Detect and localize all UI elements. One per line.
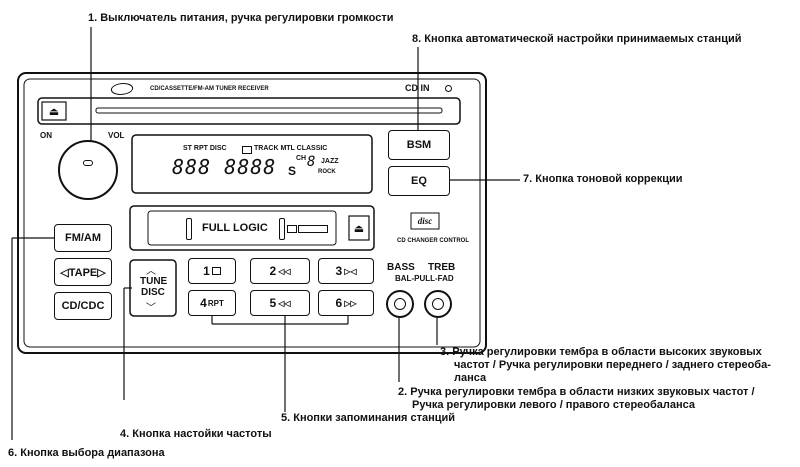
cd-changer-control-label: CD CHANGER CONTROL bbox=[397, 238, 469, 244]
display-indicators: ST RPT DISC bbox=[183, 145, 227, 152]
display-ch-digit: 8 bbox=[307, 154, 316, 170]
on-label: ON bbox=[40, 131, 52, 140]
seek-back-icon: ◁◁ bbox=[278, 298, 291, 308]
preset-button-5[interactable]: 5 ◁◁ bbox=[250, 290, 310, 316]
preset-button-3-label: 3 bbox=[335, 264, 343, 278]
vol-label: VOL bbox=[108, 131, 125, 140]
preset-button-1-label: 1 bbox=[203, 264, 210, 278]
callout-power-volume: 1. Выключатель питания, ручка регулировк… bbox=[88, 12, 394, 24]
disc-box-icon bbox=[242, 146, 252, 154]
preset-button-4-label: 4 bbox=[200, 296, 207, 310]
preset-button-6[interactable]: 6 ▷▷ bbox=[318, 290, 374, 316]
cd-in-label: CD IN bbox=[405, 83, 430, 93]
dolby-icon bbox=[287, 225, 297, 233]
preset-button-1[interactable]: 1 bbox=[188, 258, 236, 284]
volume-knob[interactable] bbox=[58, 140, 118, 200]
cd-cdc-button[interactable]: CD/CDC bbox=[54, 292, 112, 320]
chevron-up-icon[interactable]: ︿ bbox=[146, 266, 156, 277]
callout-band: 6. Кнопка выбора диапазона bbox=[8, 447, 165, 459]
eq-button[interactable]: EQ bbox=[388, 166, 450, 196]
bass-label: BASS bbox=[387, 262, 415, 273]
callout-bsm: 8. Кнопка автоматической настройки прини… bbox=[412, 33, 742, 45]
tune-label: TUNE bbox=[140, 276, 168, 287]
callout-treble-line2: частот / Ручка регулировки переднего / з… bbox=[454, 359, 771, 371]
disc-label: DISC bbox=[141, 287, 165, 298]
preset-button-2-label: 2 bbox=[269, 264, 277, 278]
tape-badge bbox=[298, 225, 328, 233]
fm-am-button[interactable]: FM/AM bbox=[54, 224, 112, 252]
preset-button-2[interactable]: 2 ◁◁ bbox=[250, 258, 310, 284]
volume-knob-center bbox=[83, 160, 93, 166]
chevron-down-icon[interactable]: ﹀ bbox=[146, 303, 156, 314]
treb-label: TREB bbox=[428, 262, 456, 273]
preset-button-6-label: 6 bbox=[335, 296, 343, 310]
display-s: S bbox=[288, 164, 297, 178]
preset-button-3[interactable]: 3 ▷◁ bbox=[318, 258, 374, 284]
preset-button-4[interactable]: 4 RPT bbox=[188, 290, 236, 316]
fast-forward-icon: ▷▷ bbox=[344, 298, 357, 308]
eject-icon[interactable]: ⏏ bbox=[48, 105, 60, 118]
bal-pull-fad-label: BAL-PULL-FAD bbox=[395, 274, 454, 283]
callout-eq: 7. Кнопка тоновой коррекции bbox=[523, 173, 683, 185]
callout-presets: 5. Кнопки запоминания станций bbox=[281, 412, 456, 424]
preset-button-5-label: 5 bbox=[269, 296, 277, 310]
callout-treble-line1: 3. Ручка регулировки тембра в области вы… bbox=[440, 346, 762, 358]
tape-eject-icon[interactable]: ⏏ bbox=[353, 222, 365, 235]
treble-knob-center bbox=[432, 298, 444, 310]
panel-header-label: CD/CASSETTE/FM-AM TUNER RECEIVER bbox=[150, 86, 269, 92]
tape-slot-right bbox=[279, 218, 285, 240]
callout-treble: 3. Ручка регулировки тембра в области вы… bbox=[440, 346, 771, 385]
cd-in-indicator bbox=[445, 85, 452, 92]
display-rock: ROCK bbox=[318, 169, 336, 175]
display-ch: CH bbox=[296, 155, 307, 162]
bsm-button[interactable]: BSM bbox=[388, 130, 450, 160]
rewind-icon: ◁◁ bbox=[278, 266, 291, 276]
display-jazz: JAZZ bbox=[321, 158, 339, 165]
full-logic-label: FULL LOGIC bbox=[202, 222, 268, 234]
callout-bass-line1: 2. Ручка регулировки тембра в области ни… bbox=[398, 386, 755, 398]
callout-treble-line3: ланса bbox=[454, 372, 487, 384]
preset-button-4-sub: RPT bbox=[207, 298, 224, 308]
tape-slot-left bbox=[186, 218, 192, 240]
callout-tune: 4. Кнопка настойки частоты bbox=[120, 428, 272, 440]
display-digits: 888 8888 bbox=[172, 155, 277, 179]
disc-logo: disc bbox=[417, 216, 433, 226]
bass-knob-center bbox=[394, 298, 406, 310]
preset-1-box-icon bbox=[211, 267, 221, 275]
display-indicators-2: TRACK MTL CLASSIC bbox=[254, 145, 328, 152]
callout-bass-line2: Ручка регулировки левого / правого стере… bbox=[412, 399, 696, 411]
skip-icon: ▷◁ bbox=[344, 266, 357, 276]
callout-bass: 2. Ручка регулировки тембра в области ни… bbox=[398, 386, 755, 412]
tape-button[interactable]: ◁TAPE▷ bbox=[54, 258, 112, 286]
